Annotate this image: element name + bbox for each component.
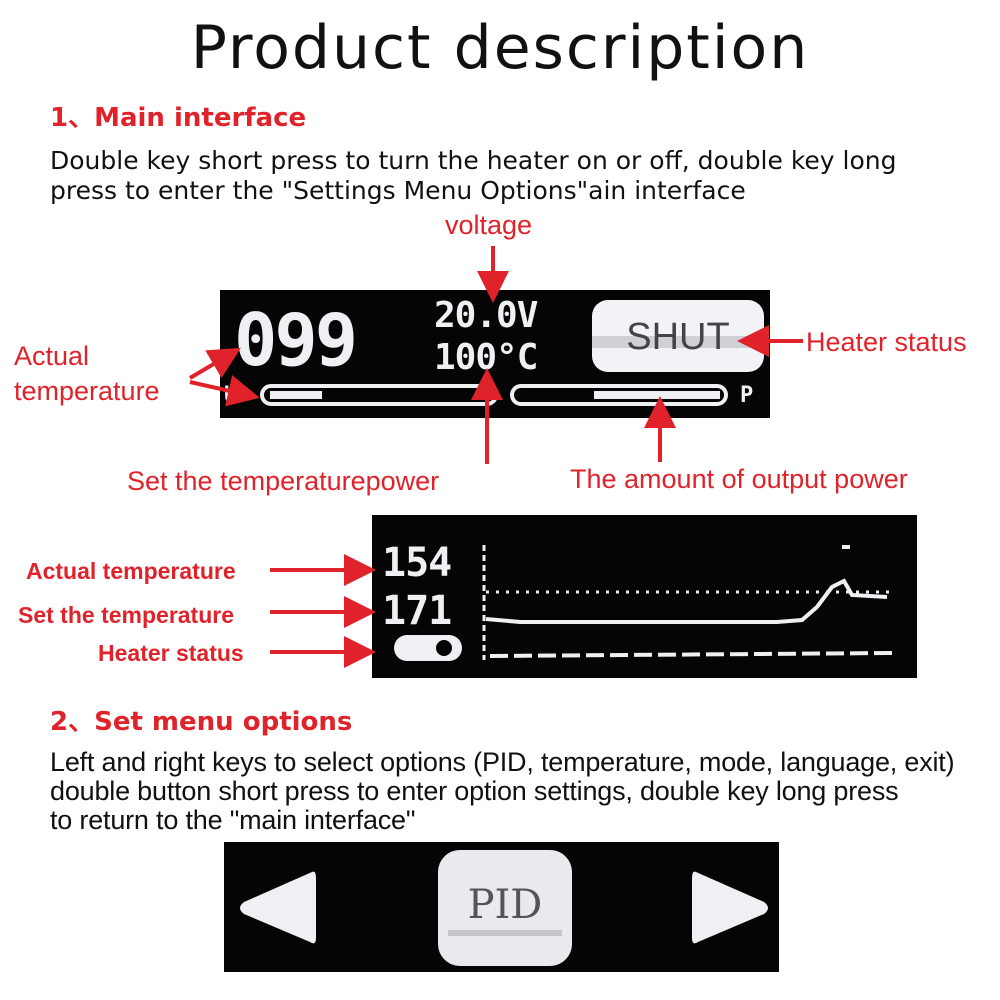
section-1-desc-line-2: press to enter the "Settings Menu Option… xyxy=(50,176,746,205)
set-temperature-readout: 100°C xyxy=(434,337,538,378)
heater-status-label-2: Heater status xyxy=(98,640,244,666)
set-temperature-value: 171 xyxy=(382,588,452,634)
heater-status-knob xyxy=(436,640,452,656)
heater-status-text: SHUT xyxy=(626,316,730,358)
main-interface-display: 099 20.0V 100°C SHUT U P xyxy=(220,290,770,418)
menu-arrows xyxy=(240,871,768,944)
set-temperature-bar xyxy=(260,384,498,406)
output-power-bar xyxy=(510,384,728,406)
voltage-readout: 20.0V xyxy=(434,295,538,336)
set-temperature-power-label: Set the temperaturepower xyxy=(127,466,440,496)
option-tile-shade xyxy=(448,930,562,936)
selected-option-label: PID xyxy=(467,882,543,928)
section-2-desc-line-3: to return to the "main interface" xyxy=(50,805,416,835)
section-2-desc-line-2: double button short press to enter optio… xyxy=(50,776,899,806)
actual-temperature-readout: 099 xyxy=(234,298,358,382)
actual-temperature-value: 154 xyxy=(382,540,452,586)
voltage-label: voltage xyxy=(445,210,533,240)
section-1-heading: 1、Main interface xyxy=(50,103,307,133)
actual-temperature-label-line-1: Actual xyxy=(14,341,90,371)
heater-status-badge: SHUT xyxy=(592,300,764,372)
heater-status-label: Heater status xyxy=(806,327,967,357)
set-temperature-bar-fill xyxy=(270,391,322,399)
output-power-bar-fill xyxy=(594,391,720,399)
temperature-curve-display: 154 171 xyxy=(372,515,917,678)
heater-status-indicator xyxy=(394,635,462,661)
output-power-label: The amount of output power xyxy=(570,464,908,494)
right-arrow-icon xyxy=(692,871,768,944)
section-1-desc-line-1: Double key short press to turn the heate… xyxy=(50,146,897,175)
status-badge-shade xyxy=(592,336,764,348)
left-arrow-icon xyxy=(240,871,316,944)
actual-temperature-label-2: Actual temperature xyxy=(26,558,236,584)
voltage-marker: U xyxy=(224,383,238,408)
section-2-heading: 2、Set menu options xyxy=(50,707,353,737)
temperature-curve-graph xyxy=(482,545,893,660)
heater-output-dashed-line xyxy=(489,651,893,658)
power-marker: P xyxy=(740,383,754,408)
section-2-desc-line-1: Left and right keys to select options (P… xyxy=(50,747,955,777)
selected-option-tile: PID xyxy=(438,850,572,966)
actual-temperature-curve xyxy=(485,578,888,624)
page-title: Product description xyxy=(190,13,810,83)
set-temperature-label-2: Set the temperature xyxy=(18,602,235,628)
actual-temperature-label-line-2: temperature xyxy=(14,376,160,406)
menu-options-display: PID xyxy=(224,842,779,972)
